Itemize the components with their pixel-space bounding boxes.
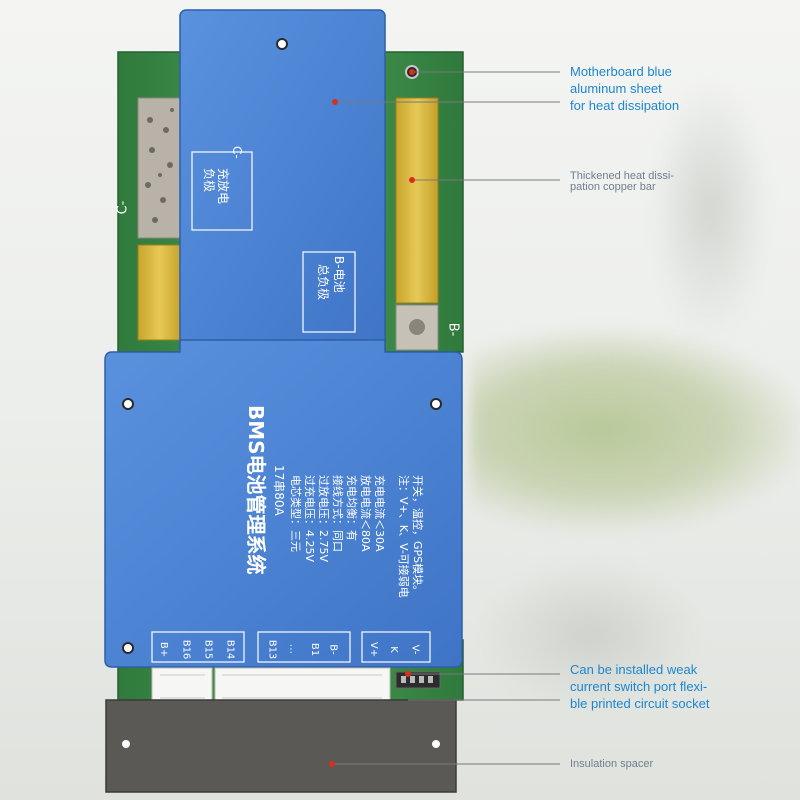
blurred-table: [480, 560, 700, 710]
bms-spec-block: BMS电池管理系统 17串80A 电芯类型：三元 过充电压：4.25V 过放电压…: [172, 405, 424, 705]
pin-v-minus: V-: [409, 644, 421, 655]
callout-heat-sheet-line2: aluminum sheet: [570, 81, 662, 96]
spec-line-7: 充电电流＜30A: [373, 475, 386, 552]
bms-title: BMS电池管理系统: [244, 405, 268, 575]
pin-b13: B13: [266, 639, 278, 660]
b-minus-label-box: [302, 251, 356, 333]
pin-b-minus: B-: [327, 644, 339, 655]
b-minus-plate-text: B-电池 总负极: [312, 256, 348, 332]
bms-subtitle: 17串80A: [272, 465, 286, 516]
pcb-edge-label-c: C-: [115, 200, 131, 215]
pin-box-group2: [257, 631, 351, 663]
pin-box-group3: [361, 631, 431, 663]
note-line-2: 开关，温控，GPS模块。: [411, 475, 424, 597]
blurred-lamp: [650, 80, 770, 340]
callout-copper-line1: Thickened heat dissi-: [570, 170, 674, 182]
pin-b14: B14: [224, 639, 236, 660]
screw-hole-icon: [276, 38, 288, 50]
spacer-hole-icon: [432, 740, 440, 748]
c-plate-line3: 负极: [202, 168, 216, 193]
pcb-edge-label-b: B-: [445, 322, 461, 337]
callout-weak-line3: ble printed circuit socket: [570, 696, 710, 711]
callout-spacer: Insulation spacer: [570, 758, 654, 770]
screw-hole-icon: [430, 398, 442, 410]
screw-hole-icon: [122, 398, 134, 410]
pin-v-plus: V+: [368, 641, 380, 658]
screw-hole-icon: [122, 642, 134, 654]
c-plate-line1: C-: [230, 146, 244, 159]
left-copper-pad-upper: [137, 97, 183, 239]
pad-solder-dots: [145, 108, 174, 223]
pin-b16: B16: [180, 639, 192, 660]
right-copper-bar: [395, 97, 439, 304]
callout-weak-line1: Can be installed weak: [570, 662, 698, 677]
blue-aluminum-sheet-lower: [104, 339, 463, 668]
callout-weak-line2: current switch port flexi-: [570, 679, 708, 694]
left-copper-bar: [137, 244, 183, 341]
spacer-hole-icon: [122, 740, 130, 748]
pin-b1: B1: [309, 642, 321, 657]
callout-heat-sheet-line3: for heat dissipation: [570, 98, 680, 113]
pin-ellipsis: ⋮: [286, 644, 296, 655]
callout-heat-sheet-line1: Motherboard blue: [570, 64, 672, 79]
pin-b15: B15: [202, 639, 214, 660]
c-minus-label-box: [191, 151, 253, 231]
blurred-sofa: [470, 330, 800, 530]
pin-box-group1: [151, 631, 245, 663]
b-plate-line1: B-电池: [332, 256, 346, 293]
pin-k: K: [387, 646, 399, 653]
c-minus-plate-text: C- 充放电 负极: [202, 146, 244, 238]
insulation-spacer: [105, 699, 457, 793]
callout-copper-line2: pation copper bar: [570, 181, 656, 193]
b-plate-line2: 总负极: [316, 264, 330, 301]
pin-b-plus: B+: [158, 641, 170, 658]
